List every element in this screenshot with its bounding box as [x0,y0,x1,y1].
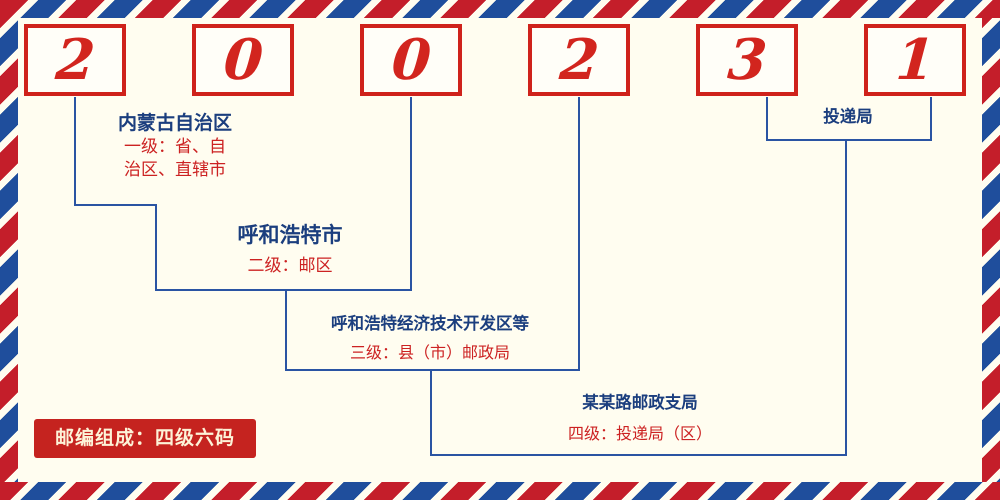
connector-line-box1-down [74,97,76,206]
level1-subtitle-line1: 一级：省、自 [124,137,226,157]
airmail-border-bottom [0,482,1000,500]
connector-bracket-delivery [766,139,932,141]
label-delivery: 投递局 [766,106,930,128]
connector-line-box6-down [930,97,932,141]
digit-box-2: 0 [192,24,294,96]
label-level1: 内蒙古自治区 一级：省、自 治区、直辖市 [85,110,265,182]
level4-subtitle: 四级：投递局（区） [567,424,712,443]
connector-bracket-level2 [155,289,412,291]
digit-3: 0 [389,27,433,93]
digit-box-6: 1 [864,24,966,96]
label-level3: 呼和浩特经济技术开发区等 三级：县（市）邮政局 [280,313,580,364]
digit-box-5: 3 [696,24,798,96]
digit-box-4: 2 [528,24,630,96]
digit-2: 0 [221,27,265,93]
connector-bracket-level4 [430,454,847,456]
airmail-border-right [982,0,1000,500]
connector-line-delivery-down [845,139,847,456]
digit-4: 2 [557,27,601,93]
connector-line-box4-down [578,97,580,371]
delivery-title: 投递局 [823,107,873,126]
digit-6: 1 [893,27,937,93]
label-level4: 某某路邮政支局 四级：投递局（区） [490,392,790,445]
airmail-border-left [0,0,18,500]
level3-title: 呼和浩特经济技术开发区等 [331,314,529,333]
postal-composition-badge: 邮编组成：四级六码 [34,419,256,458]
connector-line-box5-down [766,97,768,141]
digit-box-1: 2 [24,24,126,96]
connector-bracket-level1 [74,204,157,206]
digit-5: 3 [725,27,769,93]
digit-box-3: 0 [360,24,462,96]
level4-title: 某某路邮政支局 [582,393,698,412]
connector-step-2-3 [285,289,287,371]
level3-subtitle: 三级：县（市）邮政局 [349,343,510,362]
connector-bracket-level3 [285,369,580,371]
airmail-border-top [0,0,1000,18]
label-level2: 呼和浩特市 二级：邮区 [190,222,390,278]
level1-subtitle-line2: 治区、直辖市 [124,160,226,180]
connector-line-box3-down [410,97,412,291]
level2-title: 呼和浩特市 [237,223,343,247]
level1-title: 内蒙古自治区 [117,112,232,134]
connector-step-3-4 [430,369,432,456]
connector-step-1-2 [155,204,157,291]
level2-subtitle: 二级：邮区 [247,256,333,276]
digit-1: 2 [53,27,97,93]
